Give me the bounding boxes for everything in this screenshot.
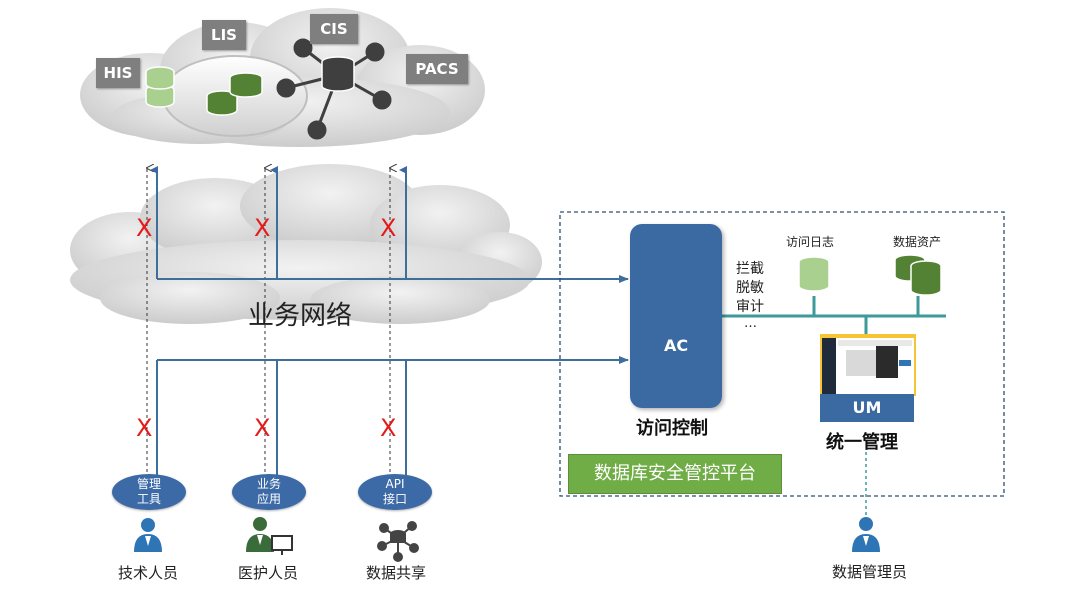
network-label: 业务网络 [248, 301, 353, 331]
api-interface-node: API 接口 [358, 474, 432, 510]
data-share-label: 数据共享 [366, 564, 427, 582]
access-log-database-icon [798, 256, 830, 292]
his-tag: HIS [96, 58, 140, 88]
ac-caption: 访问控制 [636, 418, 708, 439]
data-assets-database-icon [894, 254, 942, 296]
um-console-screen-icon [820, 334, 916, 396]
access-control-module [630, 224, 722, 408]
medical-staff-label: 医护人员 [238, 564, 299, 582]
function-intercept: 拦截 [736, 261, 764, 277]
admin-label: 数据管理员 [832, 563, 908, 581]
blocked-mark: X [254, 414, 271, 442]
cis-tag: CIS [310, 14, 358, 44]
blocked-mark: X [136, 214, 153, 242]
blocked-mark: X [254, 214, 271, 242]
tech-staff-label: 技术人员 [118, 564, 179, 582]
data-share-network-icon [377, 521, 419, 562]
platform-name-banner: 数据库安全管控平台 [568, 454, 782, 494]
um-label: UM [820, 394, 914, 422]
medical-staff-icon [246, 517, 293, 555]
blocked-mark: X [380, 214, 397, 242]
pacs-tag: PACS [406, 54, 468, 84]
um-caption: 统一管理 [826, 432, 898, 453]
tech-staff-icon [134, 518, 162, 552]
lis-tag: LIS [202, 20, 246, 50]
blocked-mark: X [136, 414, 153, 442]
blocked-paths [147, 168, 390, 478]
data-assets-label: 数据资产 [893, 235, 942, 249]
access-log-label: 访问日志 [786, 235, 835, 249]
controlled-paths [150, 166, 629, 478]
ac-label: AC [664, 336, 689, 355]
cis-network-hub-icon [276, 38, 392, 140]
function-audit: 审计 [736, 299, 764, 315]
business-app-node: 业务 应用 [232, 474, 306, 510]
lis-database-icon [206, 72, 263, 116]
teal-bus [722, 296, 946, 336]
function-masking: 脱敏 [736, 280, 764, 296]
management-tool-node: 管理 工具 [112, 474, 186, 510]
admin-icon [852, 517, 880, 552]
function-more: … [744, 316, 757, 331]
his-database-icon [145, 66, 175, 108]
blocked-mark: X [380, 414, 397, 442]
